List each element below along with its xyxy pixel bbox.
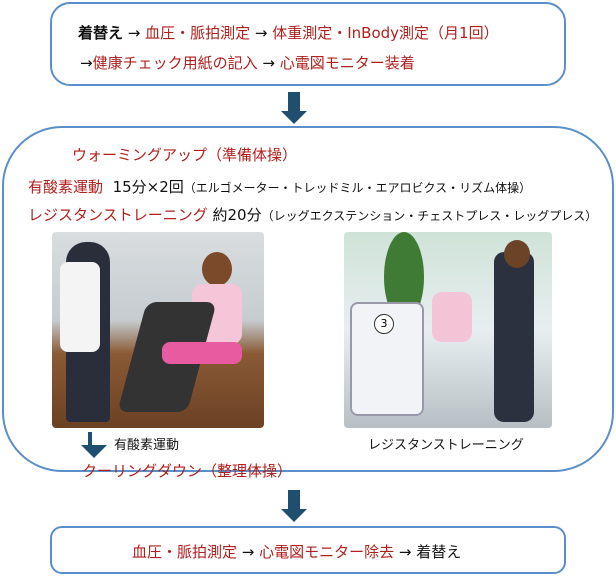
step-health-check-form: 健康チェック用紙の記入 — [92, 54, 258, 72]
aerobic-label: 有酸素運動 — [28, 178, 104, 196]
aerobic-time: 15分×2回 — [112, 178, 184, 196]
arrow-text: → — [80, 54, 93, 72]
aerobic-row: 有酸素運動 15分×2回（エルゴメーター・トレッドミル・エアロビクス・リズム体操… — [28, 176, 531, 197]
caption-resistance: レジスタンストレーニング — [368, 438, 524, 453]
post-exercise-box: 血圧・脈拍測定 → 心電図モニター除去 → 着替え — [50, 526, 566, 574]
post-line: 血圧・脈拍測定 → 心電図モニター除去 → 着替え — [132, 541, 461, 562]
arrow-text: → — [250, 24, 273, 42]
aerobic-illustration — [52, 232, 264, 428]
step-change-clothes: 着替え — [78, 24, 124, 42]
resistance-label: レジスタンストレーニング — [28, 206, 208, 224]
resistance-row: レジスタンストレーニング 約20分（レッグエクステンション・チェストプレス・レッ… — [28, 204, 597, 225]
pre-line-2: →健康チェック用紙の記入 → 心電図モニター装着 — [80, 52, 415, 73]
aerobic-detail: （エルゴメーター・トレッドミル・エアロビクス・リズム体操） — [183, 181, 532, 195]
down-arrow-icon — [281, 490, 307, 522]
step-ecg-remove: 心電図モニター除去 — [259, 543, 395, 561]
machine-number: 3 — [374, 314, 394, 334]
resistance-detail: （レッグエクステンション・チェストプレス・レッグプレス） — [261, 209, 598, 223]
down-arrow-icon — [281, 92, 307, 124]
step-ecg-attach: 心電図モニター装着 — [279, 54, 415, 72]
arrow-text: → — [123, 24, 146, 42]
caption-aerobic: 有酸素運動 — [114, 438, 180, 453]
step-weight-inbody: 体重測定・InBody測定（月1回） — [272, 24, 499, 42]
step-bp-pulse: 血圧・脈拍測定 — [145, 24, 251, 42]
warmup-text: ウォーミングアップ（準備体操） — [72, 146, 298, 164]
pre-line-1: 着替え → 血圧・脈拍測定 → 体重測定・InBody測定（月1回） — [78, 22, 499, 43]
step-change-clothes: 着替え — [416, 543, 462, 561]
resistance-illustration: 3 — [344, 232, 552, 428]
pre-exercise-box: 着替え → 血圧・脈拍測定 → 体重測定・InBody測定（月1回） →健康チェ… — [50, 2, 566, 86]
arrow-text: → — [394, 543, 417, 561]
cooldown-text: クーリングダウン（整理体操） — [82, 462, 293, 480]
small-down-arrow-icon — [81, 432, 107, 458]
step-bp-pulse: 血圧・脈拍測定 — [132, 543, 238, 561]
arrow-text: → — [257, 54, 280, 72]
arrow-text: → — [237, 543, 260, 561]
resistance-time: 約20分 — [212, 206, 262, 224]
